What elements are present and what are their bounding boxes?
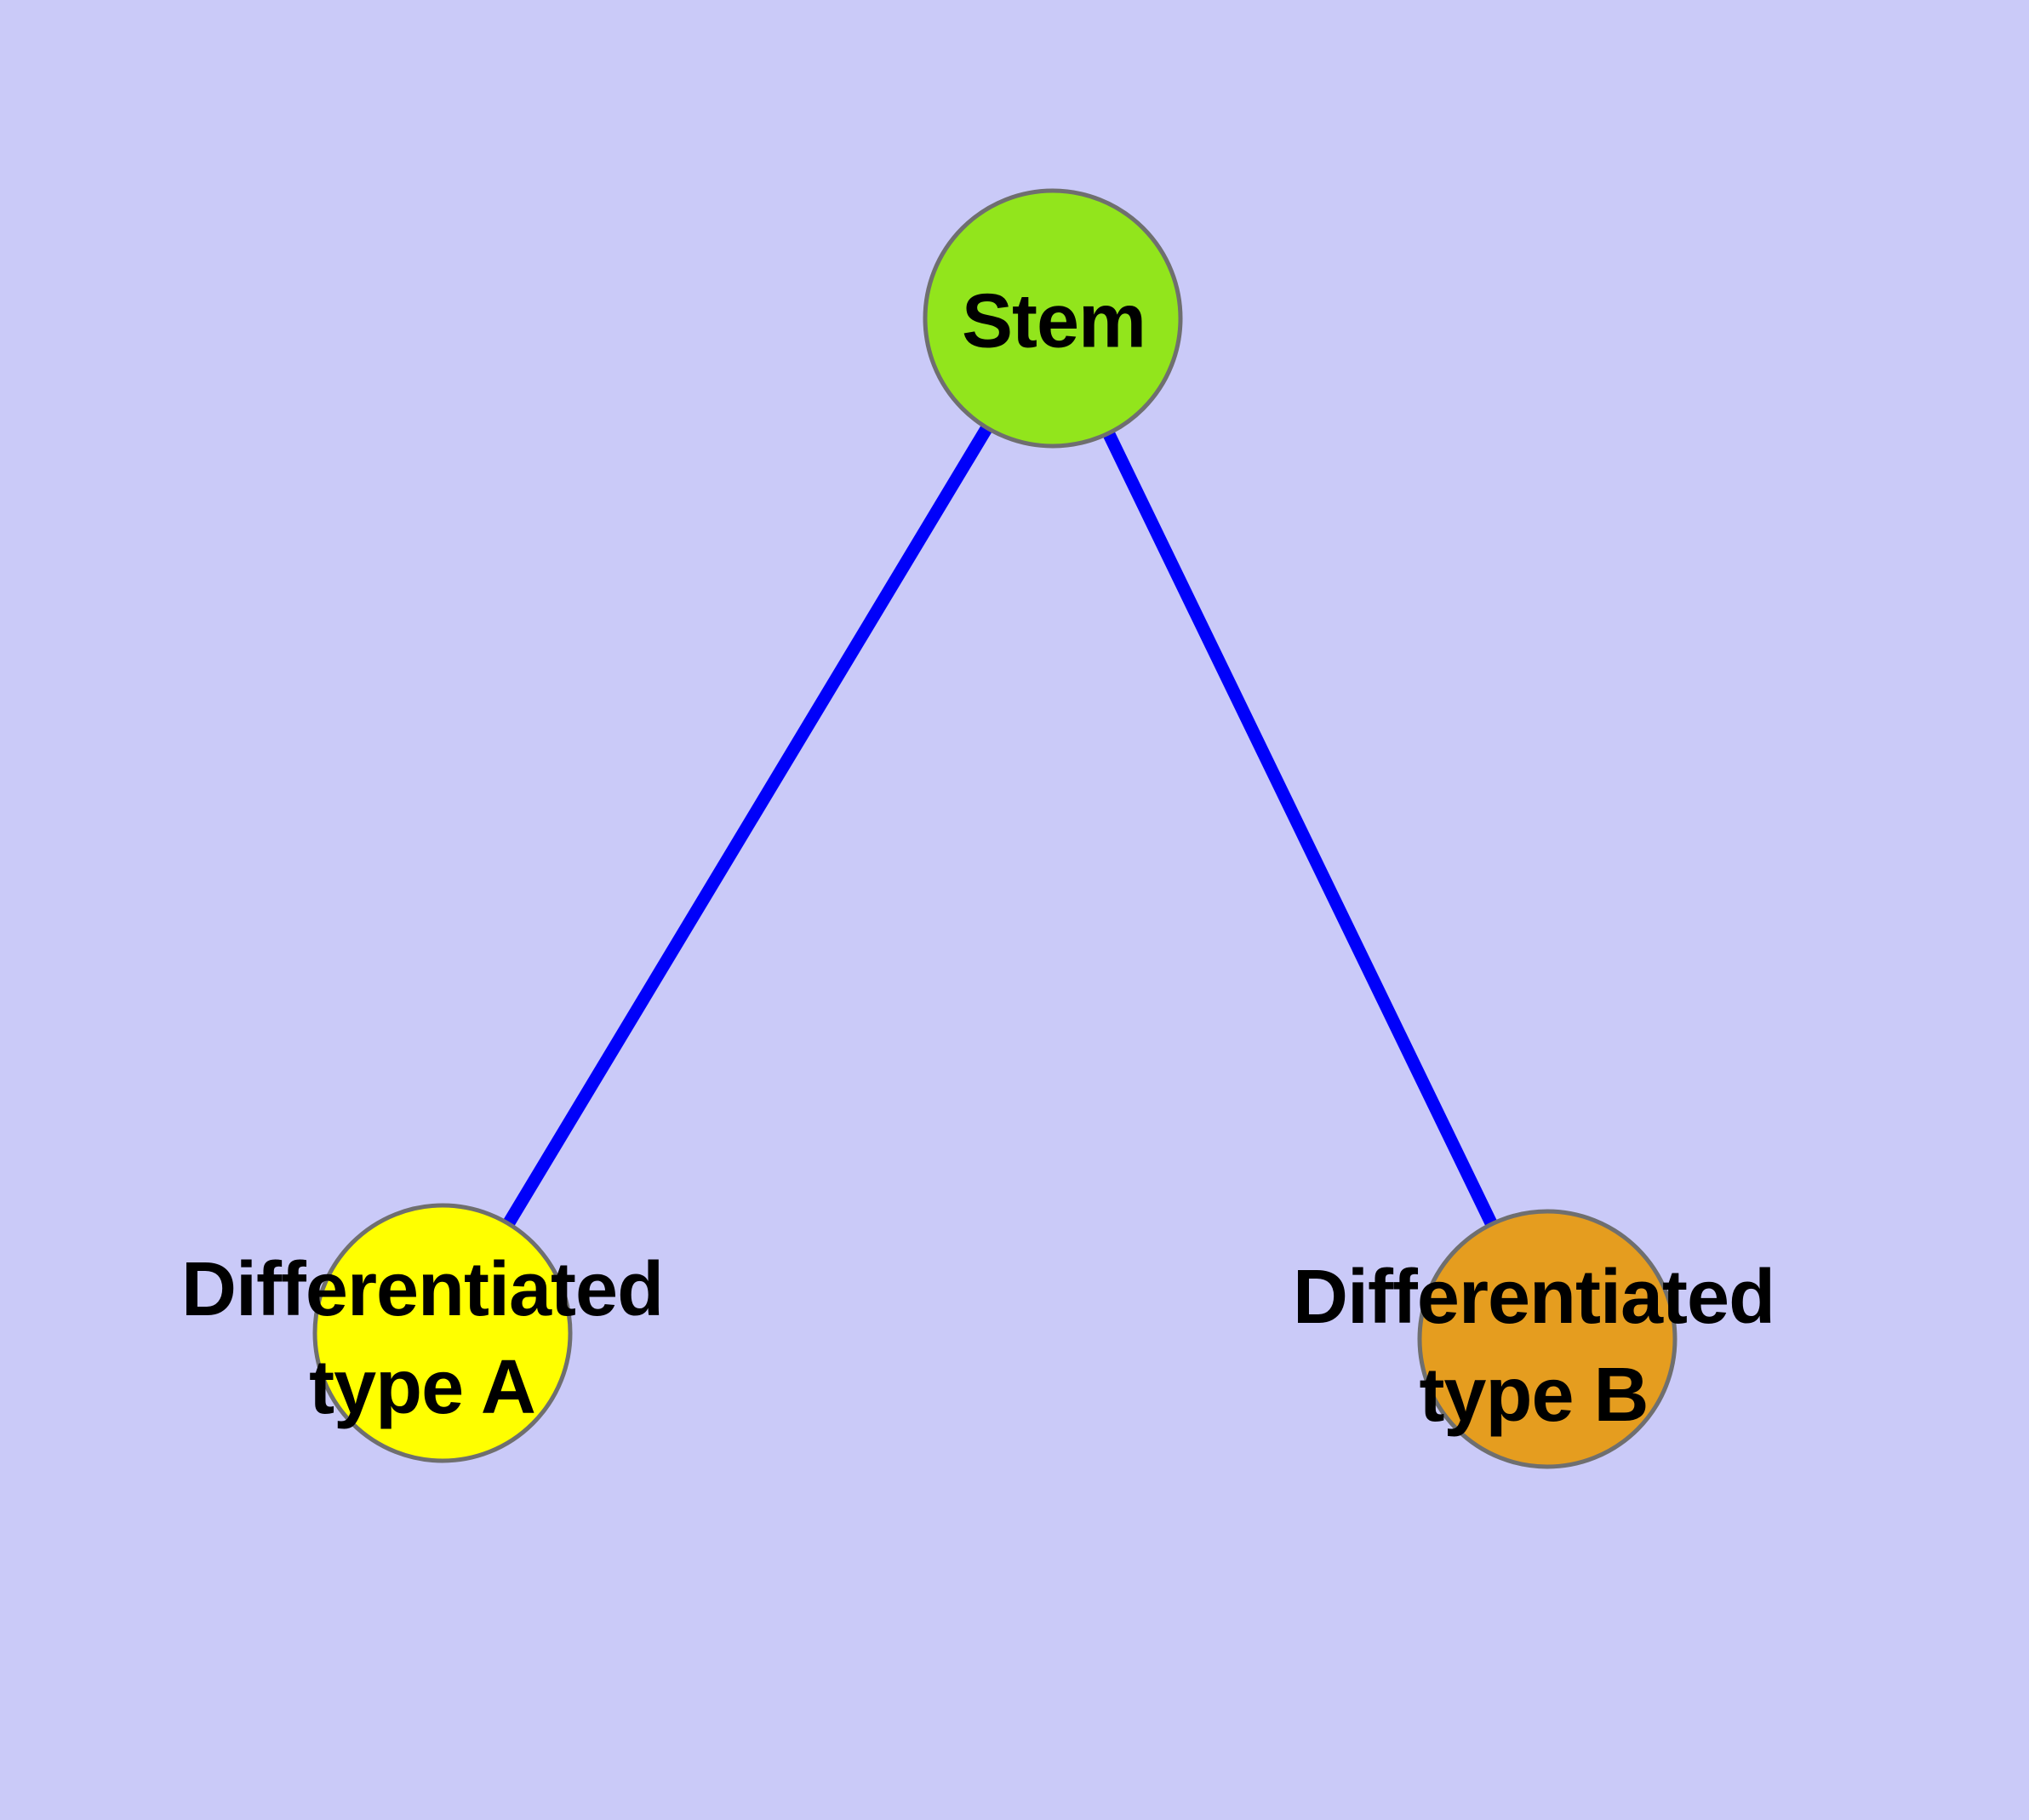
node-label-line: type A [309,1345,536,1430]
node-circle-stem [923,188,1183,449]
edge-stem-to-type-a [437,315,1059,1336]
edge-stem-to-type-b [1047,315,1553,1342]
node-circle-differentiated-type-a [312,1203,573,1463]
node-label-differentiated-type-b: Differentiated type B [1293,1249,1775,1445]
node-label-line: Differentiated [1292,1255,1775,1340]
node-label-line: type B [1419,1353,1649,1438]
node-label-differentiated-type-a: Differentiated type A [180,1241,664,1437]
node-label-stem: Stem [962,273,1146,371]
node-label-line: Differentiated [180,1247,664,1332]
node-circle-differentiated-type-b [1417,1209,1677,1469]
node-label-line: Stem [961,278,1146,364]
